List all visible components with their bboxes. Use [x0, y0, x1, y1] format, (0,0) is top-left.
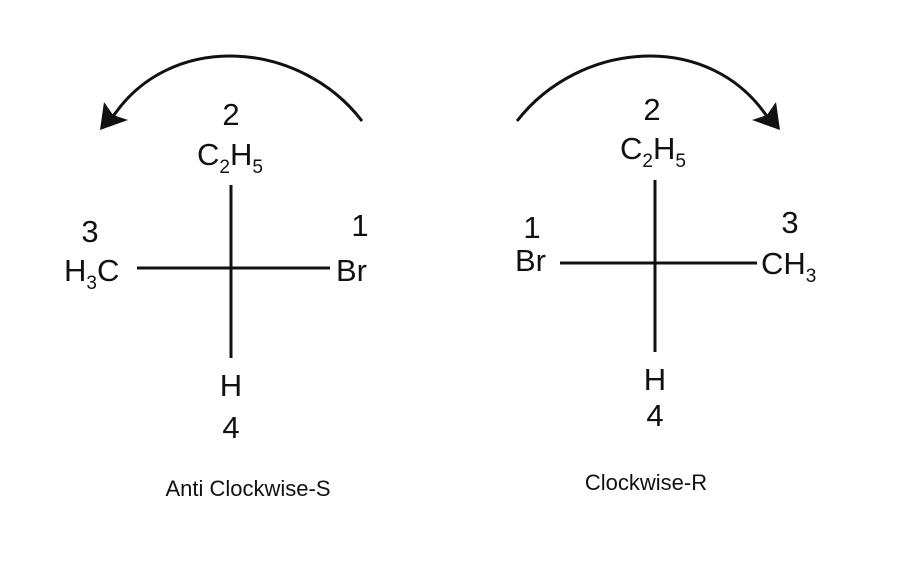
group-left-methyl: H3C [64, 253, 119, 294]
rank-right: 3 [781, 205, 798, 240]
rank-left: 3 [81, 214, 98, 249]
arrowhead-icon [752, 102, 780, 130]
group-top-ethyl: C2H5 [197, 137, 263, 178]
rank-right: 1 [351, 208, 368, 243]
group-bottom-hydrogen: H [644, 362, 666, 397]
caption-left: Anti Clockwise-S [165, 476, 330, 501]
group-bottom-hydrogen: H [220, 368, 242, 403]
group-right-bromine: Br [336, 253, 367, 288]
rank-bottom: 4 [222, 410, 239, 445]
rank-top: 2 [643, 92, 660, 127]
group-top-ethyl: C2H5 [620, 131, 686, 172]
rank-left: 1 [523, 210, 540, 245]
clockwise-arrow [515, 54, 770, 122]
anticlockwise-arrow [110, 54, 364, 122]
right-molecule: 2 C2H5 1 Br 3 CH3 H 4 Clockwise-R [515, 54, 816, 495]
rank-top: 2 [222, 97, 239, 132]
group-right-methyl: CH3 [761, 246, 816, 287]
arrowhead-icon [100, 102, 128, 130]
caption-right: Clockwise-R [585, 470, 707, 495]
left-molecule: 2 C2H5 3 H3C 1 Br H 4 Anti Clockwise-S [64, 54, 369, 501]
rank-bottom: 4 [646, 398, 663, 433]
group-left-bromine: Br [515, 243, 546, 278]
